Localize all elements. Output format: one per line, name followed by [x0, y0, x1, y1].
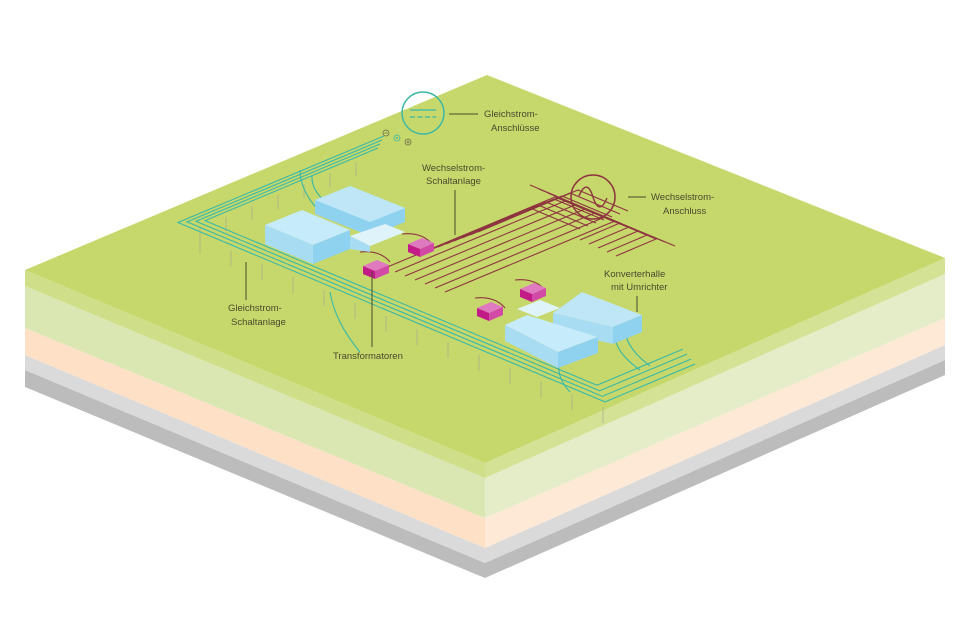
layer-band-right: [485, 258, 945, 478]
converter-hall-left: [265, 186, 405, 264]
svg-text:Gleichstrom-: Gleichstrom-: [484, 109, 538, 120]
svg-text:Anschlüsse: Anschlüsse: [491, 123, 540, 134]
ac-feeder: [474, 297, 506, 309]
layer-band-left: [25, 270, 485, 478]
label-dc-switchgear: Gleichstrom- Schaltanlage: [228, 262, 286, 328]
ac-lines: [359, 184, 676, 309]
ac-line: [565, 200, 658, 257]
svg-text:Anschluss: Anschluss: [663, 206, 707, 217]
svg-text:Gleichstrom-: Gleichstrom-: [228, 303, 282, 314]
svg-text:mit Umrichter: mit Umrichter: [611, 282, 667, 293]
plus-pole-icon: [404, 138, 412, 146]
label-ac-switchgear: Wechselstrom- Schaltanlage: [422, 163, 485, 235]
transformer: [520, 283, 546, 302]
minus-pole-icon: [382, 129, 390, 137]
neutral-pole-icon: [393, 134, 401, 142]
ac-line: [477, 189, 629, 233]
layer-light-green-left: [25, 286, 485, 518]
top-face: [25, 75, 945, 463]
transformers: [363, 238, 546, 321]
layer-light-green-right: [485, 274, 945, 518]
support-posts: [199, 162, 604, 424]
layer-peach-right: [485, 318, 945, 548]
dc-current-icon: [401, 91, 445, 135]
dc-line: [176, 135, 696, 403]
ground-block: [25, 75, 945, 578]
transformer: [408, 238, 434, 257]
dc-line: [185, 139, 692, 397]
label-ac-connection: Wechselstrom- Anschluss: [628, 192, 714, 217]
svg-text:Transformatoren: Transformatoren: [333, 351, 403, 362]
svg-text:Schaltanlage: Schaltanlage: [231, 317, 286, 328]
svg-text:Wechselstrom-: Wechselstrom-: [422, 163, 485, 174]
ac-feeder: [359, 251, 391, 263]
sine-wave-icon: [570, 174, 616, 220]
dc-line: [194, 143, 688, 392]
label-dc-connections: Gleichstrom- Anschlüsse: [449, 109, 540, 134]
layer-peach-left: [25, 328, 485, 548]
label-converter-hall: Konverterhalle mit Umrichter: [604, 269, 667, 312]
svg-text:Wechselstrom-: Wechselstrom-: [651, 192, 714, 203]
transformer: [477, 302, 503, 321]
label-transformers: Transformatoren: [333, 272, 403, 362]
converter-hall-right: [505, 292, 642, 368]
svg-text:Schaltanlage: Schaltanlage: [426, 176, 481, 187]
dc-line: [203, 147, 684, 386]
dc-feeder: [329, 291, 361, 353]
svg-text:Konverterhalle: Konverterhalle: [604, 269, 665, 280]
